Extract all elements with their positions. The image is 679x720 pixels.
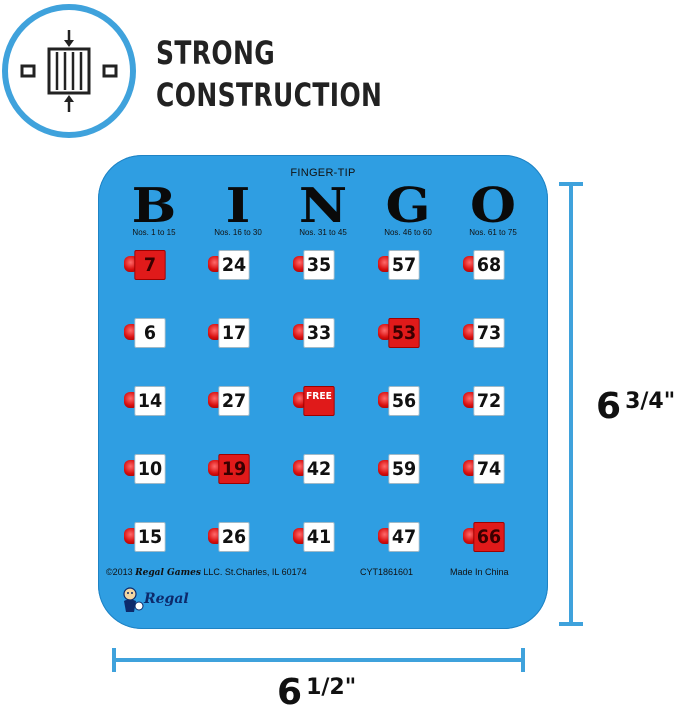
bingo-number-window[interactable]: 59 [388, 454, 420, 484]
bingo-number-window[interactable]: 74 [473, 454, 505, 484]
slider-knob[interactable] [124, 324, 135, 340]
height-whole: 6 [596, 386, 622, 427]
card-footer-left: ©2013 Regal Games LLC. St.Charles, IL 60… [106, 567, 307, 578]
bingo-number-window[interactable]: 6 [134, 318, 166, 348]
slider-knob[interactable] [124, 392, 135, 408]
slider-knob[interactable] [208, 392, 219, 408]
bingo-number-window[interactable]: 66 [473, 522, 505, 552]
slider-knob[interactable] [293, 392, 304, 408]
bingo-number-window[interactable]: 72 [473, 386, 505, 416]
slider-knob[interactable] [208, 256, 219, 272]
bingo-letter: N [298, 178, 348, 234]
free-space[interactable]: FREE [303, 386, 335, 416]
slider-knob[interactable] [378, 392, 389, 408]
slider-knob[interactable] [293, 256, 304, 272]
slider-knob[interactable] [378, 460, 389, 476]
bingo-card: FINGER-TIP ©2013 Regal Games LLC. St.Cha… [98, 155, 548, 629]
column-range: Nos. 31 to 45 [299, 228, 347, 237]
slider-knob[interactable] [463, 460, 474, 476]
strong-construction-badge [2, 4, 136, 138]
bingo-number-window[interactable]: 73 [473, 318, 505, 348]
slider-knob[interactable] [124, 528, 135, 544]
slider-knob[interactable] [208, 460, 219, 476]
bingo-number-window[interactable]: 26 [218, 522, 250, 552]
slider-knob[interactable] [293, 460, 304, 476]
slider-knob[interactable] [463, 528, 474, 544]
column-range: Nos. 61 to 75 [469, 228, 517, 237]
bingo-number-window[interactable]: 42 [303, 454, 335, 484]
bingo-number-window[interactable]: 24 [218, 250, 250, 280]
mascot-icon [123, 587, 144, 612]
bingo-number-window[interactable]: 27 [218, 386, 250, 416]
bingo-number-window[interactable]: 68 [473, 250, 505, 280]
product-code: CYT1861601 [360, 567, 414, 577]
bingo-number-window[interactable]: 56 [388, 386, 420, 416]
made-in: Made In China [450, 567, 509, 577]
slider-knob[interactable] [124, 256, 135, 272]
slider-knob[interactable] [463, 392, 474, 408]
bingo-number-window[interactable]: 14 [134, 386, 166, 416]
bingo-number-window[interactable]: 17 [218, 318, 250, 348]
column-range: Nos. 16 to 30 [214, 228, 262, 237]
brand-name: Regal Games [135, 568, 201, 578]
bingo-number-window[interactable]: 19 [218, 454, 250, 484]
address: LLC. St.Charles, IL 60174 [203, 567, 307, 577]
width-whole: 6 [277, 672, 303, 713]
slider-knob[interactable] [463, 256, 474, 272]
slider-knob[interactable] [463, 324, 474, 340]
headline: STRONG CONSTRUCTION [156, 32, 382, 116]
column-range: Nos. 1 to 15 [132, 228, 176, 237]
card-header: FINGER-TIP [290, 167, 356, 179]
bingo-letter: G [385, 178, 431, 234]
bingo-number-window[interactable]: 57 [388, 250, 420, 280]
headline-line-2: CONSTRUCTION [156, 76, 383, 114]
slider-knob[interactable] [208, 528, 219, 544]
bingo-number-window[interactable]: 35 [303, 250, 335, 280]
bingo-letter: O [470, 178, 516, 234]
copyright: ©2013 [106, 567, 133, 577]
bingo-number-window[interactable]: 7 [134, 250, 166, 280]
height-fraction: 3/4" [625, 389, 676, 414]
bingo-number-window[interactable]: 41 [303, 522, 335, 552]
bingo-number-window[interactable]: 53 [388, 318, 420, 348]
bingo-letter: I [225, 178, 251, 234]
slider-knob[interactable] [378, 256, 389, 272]
column-range: Nos. 46 to 60 [384, 228, 432, 237]
bingo-number-window[interactable]: 33 [303, 318, 335, 348]
regal-logo: Regal [118, 585, 208, 617]
bingo-number-window[interactable]: 47 [388, 522, 420, 552]
slider-knob[interactable] [293, 528, 304, 544]
bingo-number-window[interactable]: 10 [134, 454, 166, 484]
width-fraction: 1/2" [306, 675, 357, 700]
compression-block-icon [20, 30, 118, 112]
headline-line-1: STRONG [156, 34, 276, 72]
slider-knob[interactable] [124, 460, 135, 476]
slider-knob[interactable] [208, 324, 219, 340]
bingo-number-window[interactable]: 15 [134, 522, 166, 552]
slider-knob[interactable] [293, 324, 304, 340]
bingo-letter: B [131, 178, 177, 234]
logo-text: Regal [144, 591, 189, 607]
slider-knob[interactable] [378, 528, 389, 544]
slider-knob[interactable] [378, 324, 389, 340]
